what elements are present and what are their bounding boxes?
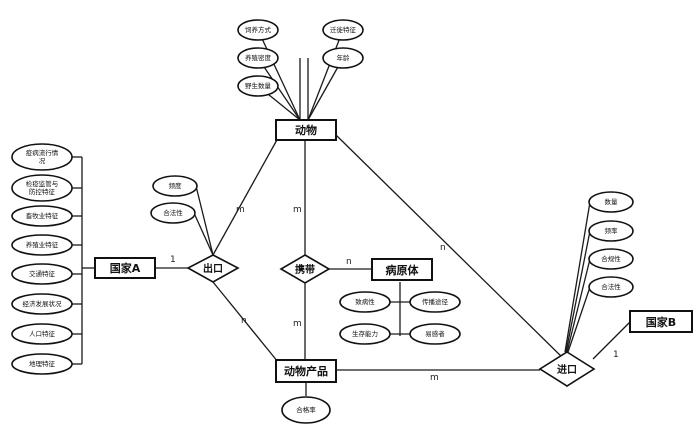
svg-text:防控特征: 防控特征 [29,187,56,196]
attr-country-a-transport: 交通特征 [11,263,73,285]
attr-animal-density: 养殖密度 [237,47,279,69]
svg-text:疫病流行情: 疫病流行情 [26,148,59,157]
attr-country-a-quarantine: 检疫监管与 防控特征 [11,174,73,202]
cardinalities: 1 m n m m n n m 1 [170,205,619,383]
attr-country-a-husbandry: 畜牧业特征 [11,205,73,227]
svg-text:传播途径: 传播途径 [422,297,449,306]
entity-animal[interactable]: 动物 [275,119,337,141]
svg-text:畜牧业特征: 畜牧业特征 [26,211,59,220]
card-import-country-b: 1 [613,350,619,360]
svg-text:年龄: 年龄 [337,53,351,62]
card-country-a-export: 1 [170,255,176,265]
entity-country-a[interactable]: 国家A [94,257,156,279]
relation-carry[interactable]: 携带 [279,254,331,284]
svg-text:野生数量: 野生数量 [245,81,272,90]
entity-country-a-label: 国家A [110,261,141,275]
svg-text:合法性: 合法性 [163,208,183,217]
attr-country-a-breeding: 养殖业特征 [11,234,73,256]
svg-text:地理特征: 地理特征 [29,359,56,368]
entity-pathogen-label: 病原体 [386,263,420,277]
entity-country-b-label: 国家B [646,315,676,329]
attr-country-a-geography: 地理特征 [11,353,73,375]
attr-animal-migration: 迁徙特征 [322,19,364,41]
svg-text:人口特征: 人口特征 [29,329,56,338]
attr-pathogen-pathogenicity: 致病性 [339,291,391,313]
card-export-product: n [241,316,247,326]
attr-pathogen-survival: 生存能力 [339,323,391,345]
svg-text:频度: 频度 [169,181,183,190]
attr-country-a-epidemic: 疫病流行情 况 [11,143,73,171]
attr-country-a-population: 人口特征 [11,323,73,345]
svg-text:合法性: 合法性 [601,282,621,291]
attr-country-a-economy: 经济发展状况 [11,293,73,315]
card-carry-product: m [293,319,302,329]
card-import-product: m [430,373,439,383]
entity-animal-product[interactable]: 动物产品 [275,359,337,383]
svg-text:养殖密度: 养殖密度 [245,53,272,62]
attr-pathogen-transmission: 传播途径 [409,291,461,313]
relation-export[interactable]: 出口 [186,254,240,283]
relation-import[interactable]: 进口 [538,351,596,387]
attr-export-legality: 合法性 [150,202,196,224]
svg-text:致病性: 致病性 [355,297,375,306]
svg-text:养殖业特征: 养殖业特征 [26,240,59,249]
svg-text:生存能力: 生存能力 [352,329,378,338]
relation-export-label: 出口 [203,262,223,275]
attr-animal-feeding-method: 饲养方式 [237,19,279,41]
attr-animal-wild-count: 野生数量 [237,75,279,97]
card-import-animal: n [440,243,446,253]
svg-text:况: 况 [39,157,46,165]
svg-text:迁徙特征: 迁徙特征 [330,25,357,34]
card-carry-pathogen: n [346,257,352,267]
svg-text:交通特征: 交通特征 [29,269,56,278]
attr-export-frequency: 频度 [152,175,198,197]
svg-text:饲养方式: 饲养方式 [245,25,272,34]
entity-country-b[interactable]: 国家B [629,310,693,333]
card-export-animal: m [236,205,245,215]
entity-animal-label: 动物 [295,123,317,137]
svg-text:合规性: 合规性 [601,254,621,263]
entity-pathogen[interactable]: 病原体 [371,258,433,281]
svg-text:频率: 频率 [605,226,619,235]
relation-import-label: 进口 [557,363,577,376]
attr-import-quantity: 数量 [588,191,634,213]
svg-text:合格率: 合格率 [296,405,316,414]
attr-import-compliance: 合规性 [588,248,634,270]
card-carry-animal: m [293,205,302,215]
svg-text:易感者: 易感者 [425,329,445,338]
svg-text:经济发展状况: 经济发展状况 [23,299,63,308]
attr-import-legality: 合法性 [588,276,634,298]
attr-product-pass-rate: 合格率 [281,396,331,424]
svg-text:检疫监管与: 检疫监管与 [26,179,59,188]
attr-import-frequency: 频率 [588,220,634,242]
svg-text:数量: 数量 [605,197,619,206]
attr-pathogen-susceptible: 易感者 [409,323,461,345]
entity-animal-product-label: 动物产品 [284,364,328,378]
attr-animal-age: 年龄 [322,47,364,69]
relation-carry-label: 携带 [295,263,315,276]
